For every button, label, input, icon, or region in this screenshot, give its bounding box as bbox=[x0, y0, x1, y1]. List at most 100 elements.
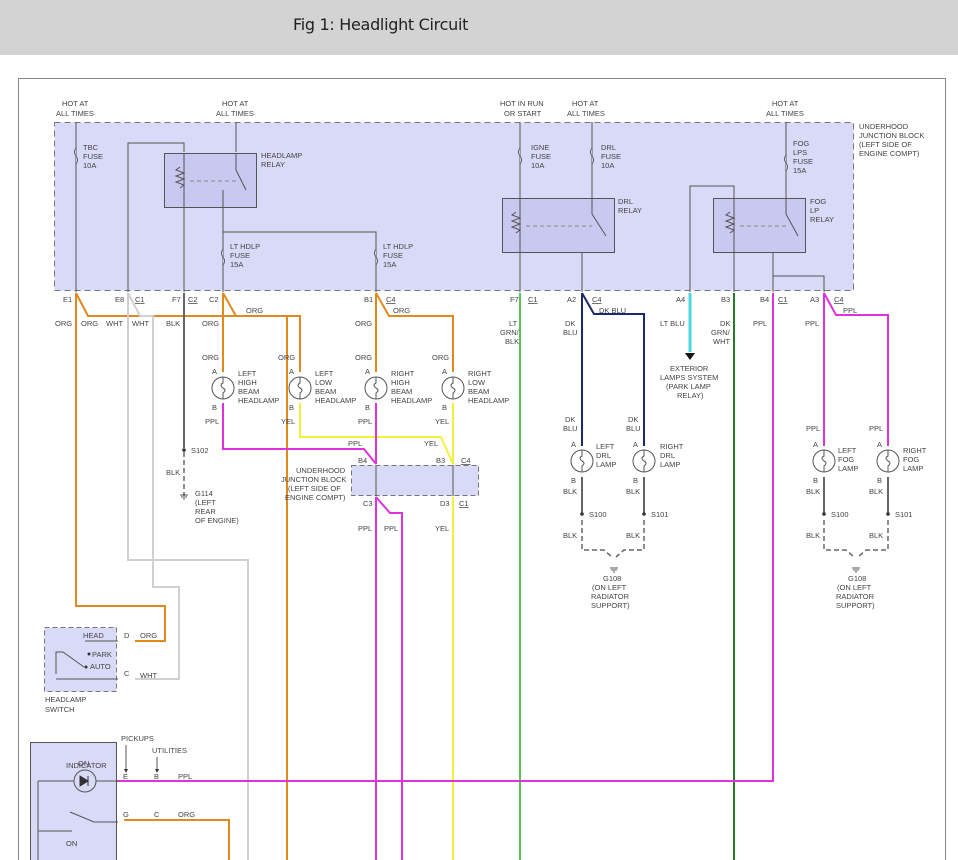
wire-org-e1 bbox=[75, 293, 166, 642]
wire-wht-e8 bbox=[127, 293, 249, 860]
svg-text:G114: G114 bbox=[195, 489, 213, 498]
svg-text:B: B bbox=[289, 403, 294, 412]
svg-text:15A: 15A bbox=[793, 166, 806, 175]
figure-title: Fig 1: Headlight Circuit bbox=[293, 15, 469, 34]
svg-text:A4: A4 bbox=[676, 295, 685, 304]
svg-text:BLK: BLK bbox=[166, 468, 180, 477]
svg-text:PICKUPS: PICKUPS bbox=[121, 734, 154, 743]
wire-ppl-left-high bbox=[222, 403, 377, 465]
svg-text:10A: 10A bbox=[531, 161, 544, 170]
svg-text:ALL TIMES: ALL TIMES bbox=[567, 109, 605, 118]
svg-text:C: C bbox=[124, 669, 130, 678]
svg-text:C1: C1 bbox=[778, 295, 788, 304]
svg-text:LEFT: LEFT bbox=[596, 442, 615, 451]
svg-text:BLU: BLU bbox=[626, 424, 641, 433]
svg-text:ORG: ORG bbox=[355, 319, 372, 328]
svg-text:GRN/: GRN/ bbox=[711, 328, 731, 337]
svg-text:ORG: ORG bbox=[178, 810, 195, 819]
svg-text:PPL: PPL bbox=[753, 319, 767, 328]
svg-text:BEAM: BEAM bbox=[315, 387, 336, 396]
svg-text:B3: B3 bbox=[721, 295, 730, 304]
headlamp-switch: HEAD PARK AUTO HEADLAMP SWITCH D ORG C W… bbox=[44, 627, 157, 714]
svg-text:LAMP: LAMP bbox=[596, 460, 616, 469]
svg-text:A: A bbox=[442, 367, 447, 376]
svg-text:HEADLAMP: HEADLAMP bbox=[238, 396, 279, 405]
svg-text:BLK: BLK bbox=[806, 487, 820, 496]
svg-text:HOT AT: HOT AT bbox=[772, 99, 799, 108]
svg-text:UTILITIES: UTILITIES bbox=[152, 746, 187, 755]
svg-text:B: B bbox=[571, 476, 576, 485]
svg-text:A: A bbox=[365, 367, 370, 376]
svg-text:SUPPORT): SUPPORT) bbox=[836, 601, 875, 610]
svg-text:BEAM: BEAM bbox=[468, 387, 489, 396]
svg-text:G108: G108 bbox=[603, 574, 621, 583]
svg-text:ON: ON bbox=[66, 839, 77, 848]
svg-text:LAMP: LAMP bbox=[660, 460, 680, 469]
svg-text:FOG: FOG bbox=[838, 455, 854, 464]
svg-text:REAR: REAR bbox=[195, 507, 216, 516]
svg-text:GRN/: GRN/ bbox=[500, 328, 520, 337]
svg-text:BLK: BLK bbox=[505, 337, 519, 346]
svg-text:LT BLU: LT BLU bbox=[660, 319, 685, 328]
svg-text:YEL: YEL bbox=[435, 417, 449, 426]
svg-text:WHT: WHT bbox=[140, 671, 157, 680]
svg-text:LOW: LOW bbox=[468, 378, 486, 387]
svg-text:B: B bbox=[365, 403, 370, 412]
svg-text:E: E bbox=[123, 772, 128, 781]
svg-text:OF ENGINE): OF ENGINE) bbox=[195, 516, 239, 525]
svg-text:ORG: ORG bbox=[278, 353, 295, 362]
svg-text:PARK: PARK bbox=[92, 650, 112, 659]
svg-text:B: B bbox=[633, 476, 638, 485]
svg-text:C1: C1 bbox=[135, 295, 145, 304]
svg-text:LAMP: LAMP bbox=[838, 464, 858, 473]
svg-text:RIGHT: RIGHT bbox=[468, 369, 492, 378]
svg-text:RIGHT: RIGHT bbox=[391, 369, 415, 378]
svg-text:YEL: YEL bbox=[435, 524, 449, 533]
svg-text:A: A bbox=[571, 440, 576, 449]
svg-text:PPL: PPL bbox=[843, 306, 857, 315]
svg-text:BLK: BLK bbox=[563, 531, 577, 540]
svg-text:ORG: ORG bbox=[202, 319, 219, 328]
wire-wht-c1 bbox=[127, 292, 180, 680]
svg-text:ENGINE COMPT): ENGINE COMPT) bbox=[859, 149, 920, 158]
svg-text:B3: B3 bbox=[436, 456, 445, 465]
svg-text:FUSE: FUSE bbox=[601, 152, 621, 161]
svg-text:ORG: ORG bbox=[432, 353, 449, 362]
svg-text:B4: B4 bbox=[358, 456, 367, 465]
svg-text:B: B bbox=[442, 403, 447, 412]
svg-text:PPL: PPL bbox=[358, 524, 372, 533]
svg-text:HEADLAMP: HEADLAMP bbox=[391, 396, 432, 405]
svg-text:JUNCTION BLOCK: JUNCTION BLOCK bbox=[281, 475, 346, 484]
svg-text:ON: ON bbox=[78, 759, 89, 768]
svg-text:DRL: DRL bbox=[660, 451, 675, 460]
svg-text:FUSE: FUSE bbox=[383, 251, 403, 260]
svg-text:A: A bbox=[633, 440, 638, 449]
svg-text:A2: A2 bbox=[567, 295, 576, 304]
svg-text:DK BLU: DK BLU bbox=[599, 306, 626, 315]
svg-text:S100: S100 bbox=[589, 510, 607, 519]
svg-text:D3: D3 bbox=[440, 499, 450, 508]
svg-text:(LEFT SIDE OF: (LEFT SIDE OF bbox=[859, 140, 912, 149]
svg-text:HEADLAMP: HEADLAMP bbox=[261, 151, 302, 160]
svg-text:BLU: BLU bbox=[563, 328, 578, 337]
splice-s101-fog: S101 bbox=[886, 510, 913, 519]
svg-text:DK: DK bbox=[628, 415, 638, 424]
svg-text:BLK: BLK bbox=[869, 531, 883, 540]
svg-text:DRL: DRL bbox=[601, 143, 616, 152]
svg-text:B1: B1 bbox=[364, 295, 373, 304]
svg-text:HEADLAMP: HEADLAMP bbox=[45, 695, 86, 704]
svg-text:ORG: ORG bbox=[393, 306, 410, 315]
svg-text:C: C bbox=[154, 810, 160, 819]
wire-org-g bbox=[124, 819, 230, 860]
svg-text:RIGHT: RIGHT bbox=[660, 442, 684, 451]
